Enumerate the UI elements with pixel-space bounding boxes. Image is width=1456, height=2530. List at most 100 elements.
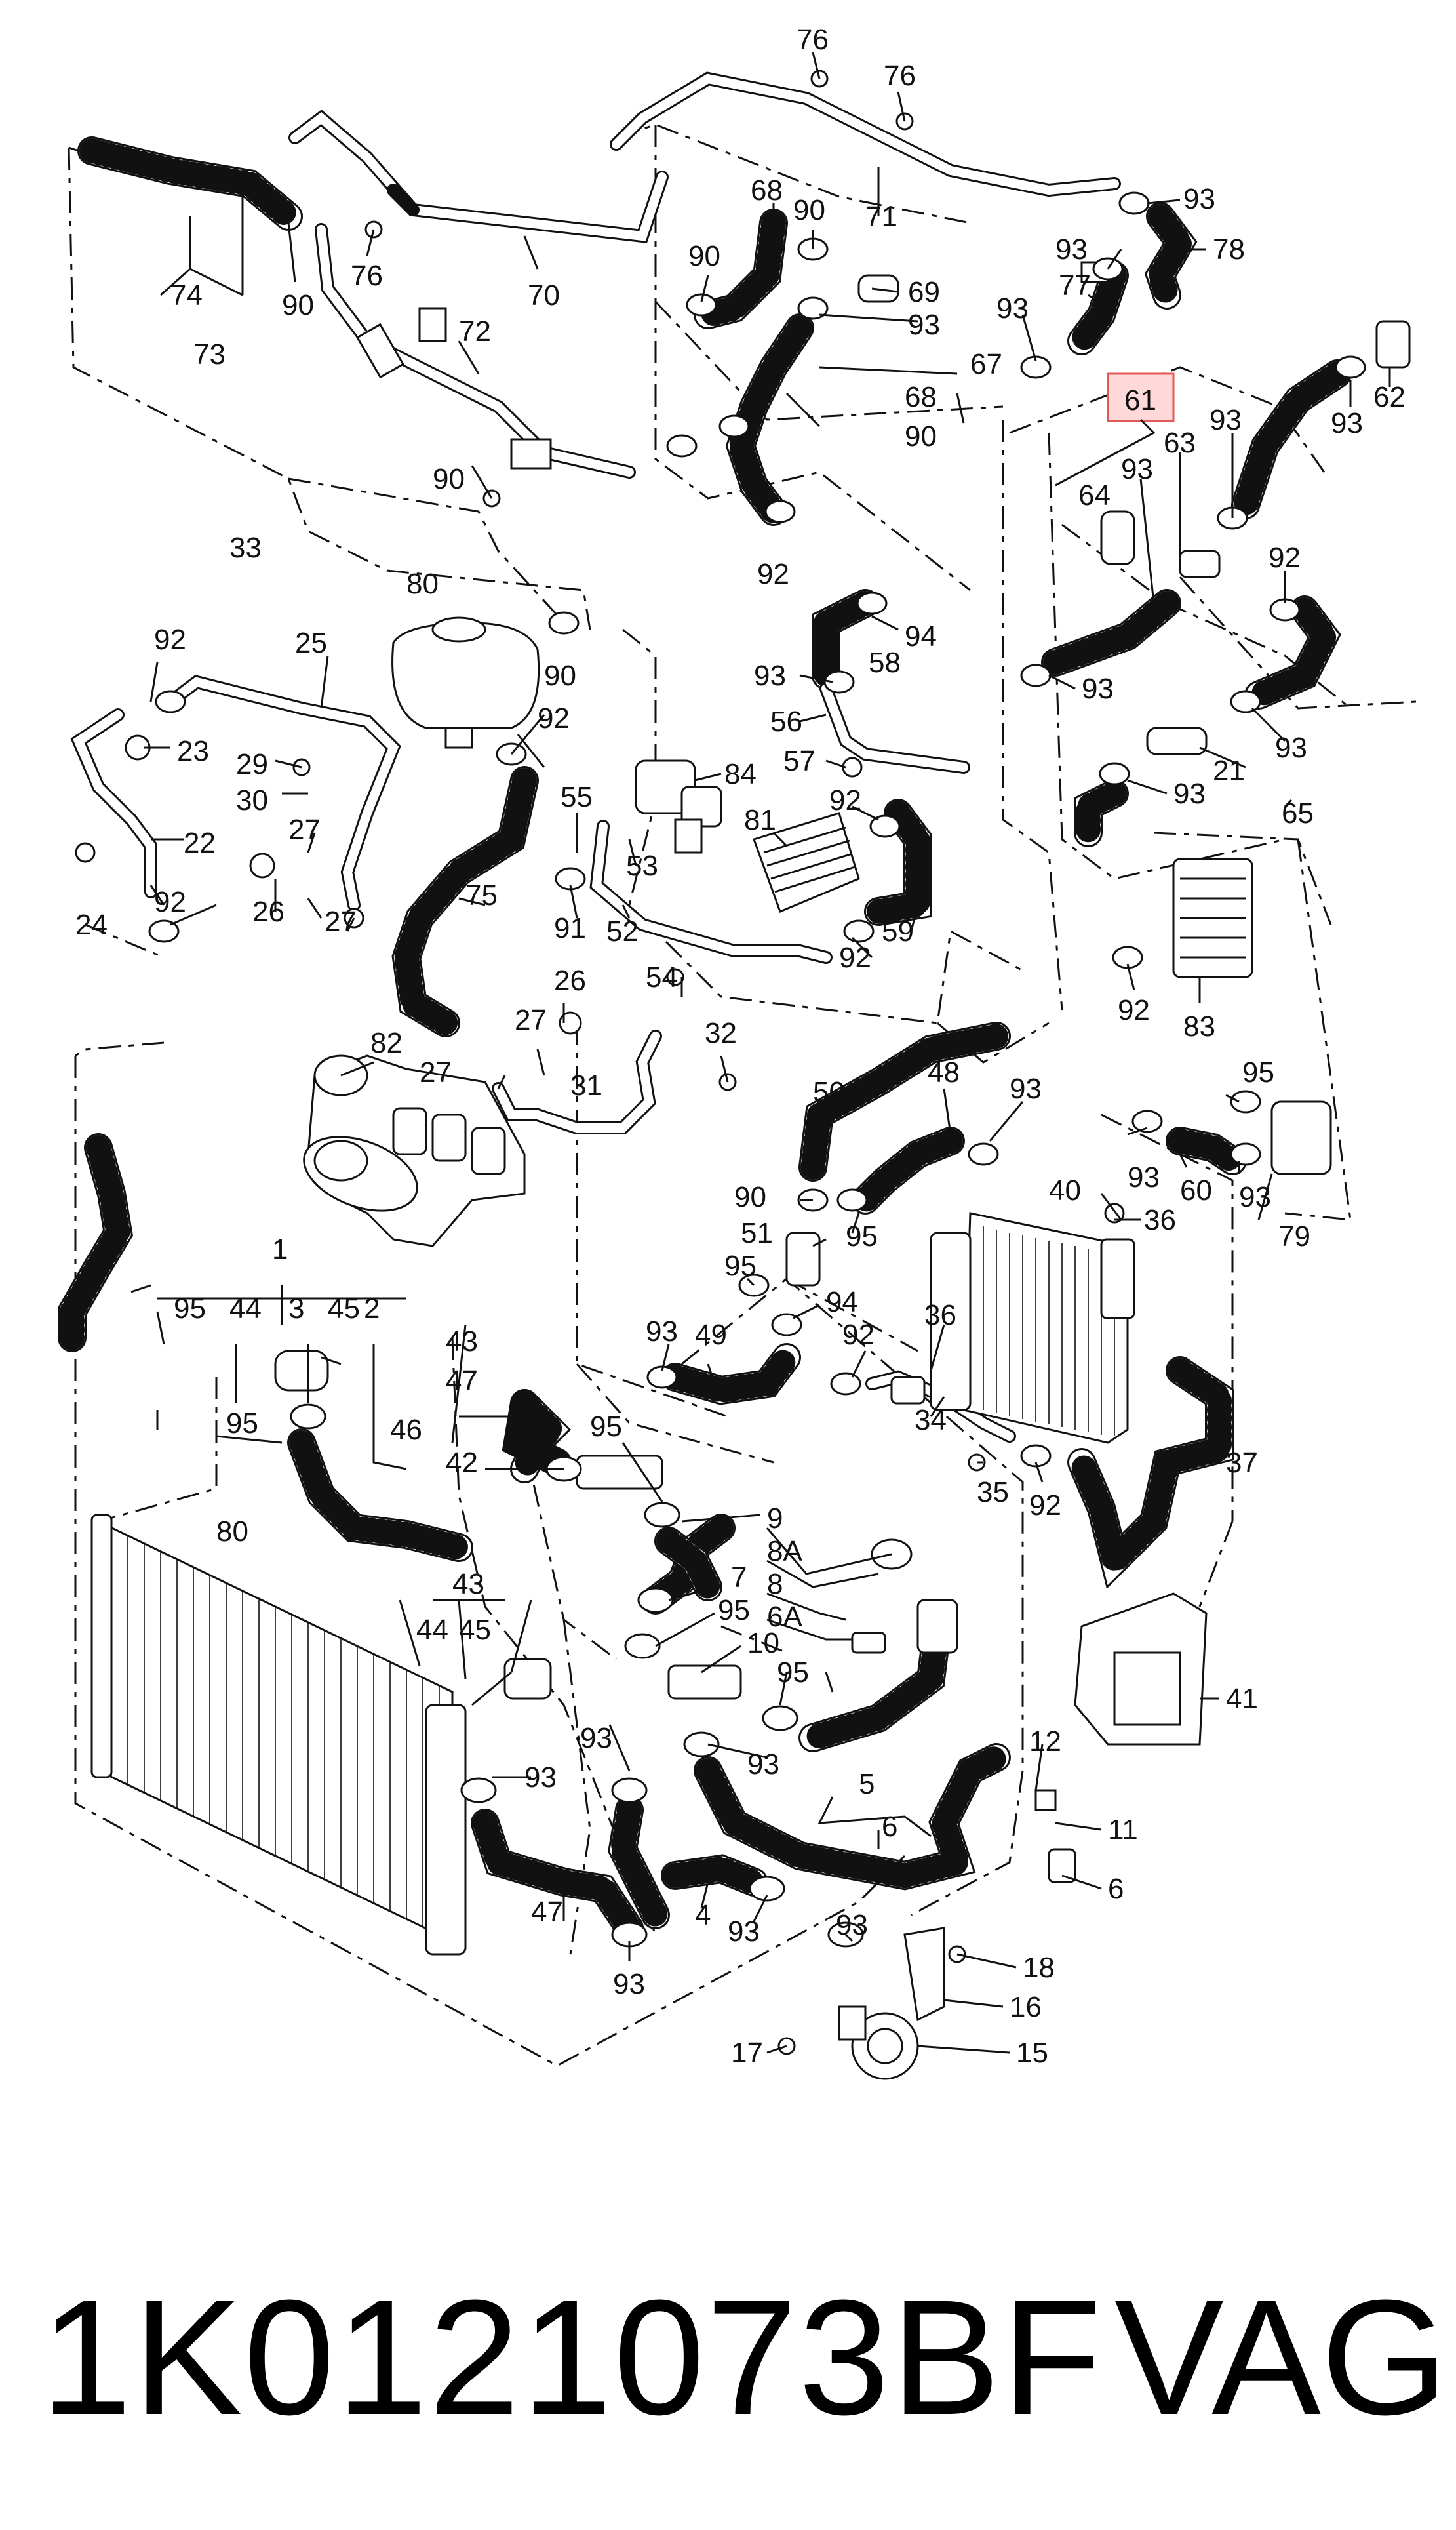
callout: 93	[908, 309, 940, 341]
callout: 70	[528, 279, 560, 311]
callout: 90	[905, 420, 937, 452]
callout: 92	[154, 886, 186, 918]
callout: 54	[646, 961, 678, 994]
callout: 77	[1059, 270, 1091, 302]
callout: 16	[1010, 1991, 1042, 2023]
callout: 36	[924, 1299, 956, 1331]
callout: 95	[226, 1407, 258, 1439]
callout: 29	[236, 748, 268, 780]
callout: 6A	[767, 1601, 802, 1633]
callout: 93	[754, 660, 786, 692]
callout: 95	[590, 1411, 622, 1443]
callout: 49	[695, 1319, 727, 1351]
callout: 95	[724, 1250, 757, 1282]
shroud-41	[1074, 1592, 1208, 1746]
callout: 21	[1213, 755, 1245, 787]
callout: 59	[882, 915, 914, 948]
callout: 93	[1082, 673, 1114, 705]
callout: 82	[370, 1027, 403, 1059]
callout: 94	[905, 620, 937, 653]
callout: 36	[1144, 1204, 1176, 1236]
callout: 81	[744, 804, 776, 836]
highlight-box	[1107, 372, 1175, 422]
callout: 26	[554, 965, 586, 997]
callout: 46	[390, 1414, 422, 1446]
callout: 93	[646, 1315, 678, 1348]
callout: 93	[1055, 233, 1088, 266]
callout: 44	[416, 1614, 448, 1646]
oil-cooler-81	[753, 812, 860, 913]
callout: 93	[1239, 1181, 1271, 1213]
callout: 93	[1331, 407, 1363, 439]
callout: 75	[465, 879, 498, 912]
callout: 63	[1164, 427, 1196, 459]
radiator-80	[90, 1514, 467, 1956]
callout: 92	[154, 624, 186, 656]
pump-15	[838, 1927, 945, 2080]
callout: 93	[1010, 1073, 1042, 1105]
callout: 6	[882, 1811, 897, 1843]
callout: 61	[1124, 384, 1156, 416]
callout: 92	[839, 942, 871, 974]
callout: 92	[757, 558, 789, 590]
fittings	[274, 261, 1411, 1883]
callout: 34	[915, 1404, 947, 1436]
callout: 9	[767, 1502, 783, 1535]
callout: 52	[606, 915, 639, 948]
callout: 65	[1282, 797, 1314, 830]
callout: 92	[829, 784, 861, 816]
callout: 90	[544, 660, 576, 692]
callout: 27	[325, 906, 357, 938]
callout: 44	[229, 1293, 262, 1325]
callout: 47	[446, 1365, 478, 1397]
callout: 93	[524, 1761, 557, 1794]
turbocharger-82	[303, 1054, 526, 1247]
callout: 95	[1242, 1056, 1274, 1089]
callout: 64	[1078, 479, 1111, 512]
callout: 10	[747, 1627, 779, 1659]
callout: 76	[884, 60, 916, 92]
callout: 11	[1108, 1814, 1138, 1846]
callout: 12	[1029, 1725, 1061, 1757]
callout: 93	[1173, 778, 1206, 810]
callout: 95	[174, 1293, 206, 1325]
coolant-pipe-70	[288, 110, 669, 243]
callout: 24	[75, 909, 108, 941]
callout: 27	[515, 1004, 547, 1036]
callout: 40	[1049, 1175, 1081, 1207]
coolant-pipe-71	[610, 71, 1121, 197]
brand-label: VAG	[1114, 2266, 1449, 2449]
callout: 4	[695, 1899, 711, 1931]
callout: 83	[1183, 1011, 1215, 1043]
callout: 90	[793, 194, 825, 226]
callout: 84	[724, 758, 757, 790]
callout: 45	[328, 1293, 360, 1325]
callout: 90	[433, 463, 465, 495]
callout: 47	[531, 1896, 563, 1928]
callout: 93	[996, 292, 1029, 325]
callout: 23	[177, 735, 209, 767]
callout: 95	[846, 1220, 878, 1253]
callout: 93	[836, 1909, 868, 1941]
callout: 3	[288, 1293, 304, 1325]
callout: 93	[747, 1748, 779, 1780]
callout: 33	[229, 532, 262, 564]
callout: 90	[282, 289, 314, 321]
callout: 56	[770, 706, 802, 738]
callout: 79	[1278, 1220, 1310, 1253]
callout: 41	[1226, 1683, 1258, 1715]
callout: 93	[1275, 732, 1307, 764]
callout: 53	[626, 850, 658, 882]
callout: 92	[1029, 1489, 1061, 1521]
callout: 58	[869, 647, 901, 679]
callout: 90	[688, 240, 720, 272]
callout: 76	[797, 24, 829, 56]
part-number-label: 1K0121073BF	[41, 2266, 1103, 2449]
callout: 60	[1180, 1175, 1212, 1207]
intercooler-40	[930, 1212, 1135, 1444]
callout: 73	[193, 338, 226, 371]
callout: 27	[288, 814, 321, 846]
callout: 6	[1108, 1873, 1124, 1905]
callout: 78	[1213, 233, 1245, 266]
